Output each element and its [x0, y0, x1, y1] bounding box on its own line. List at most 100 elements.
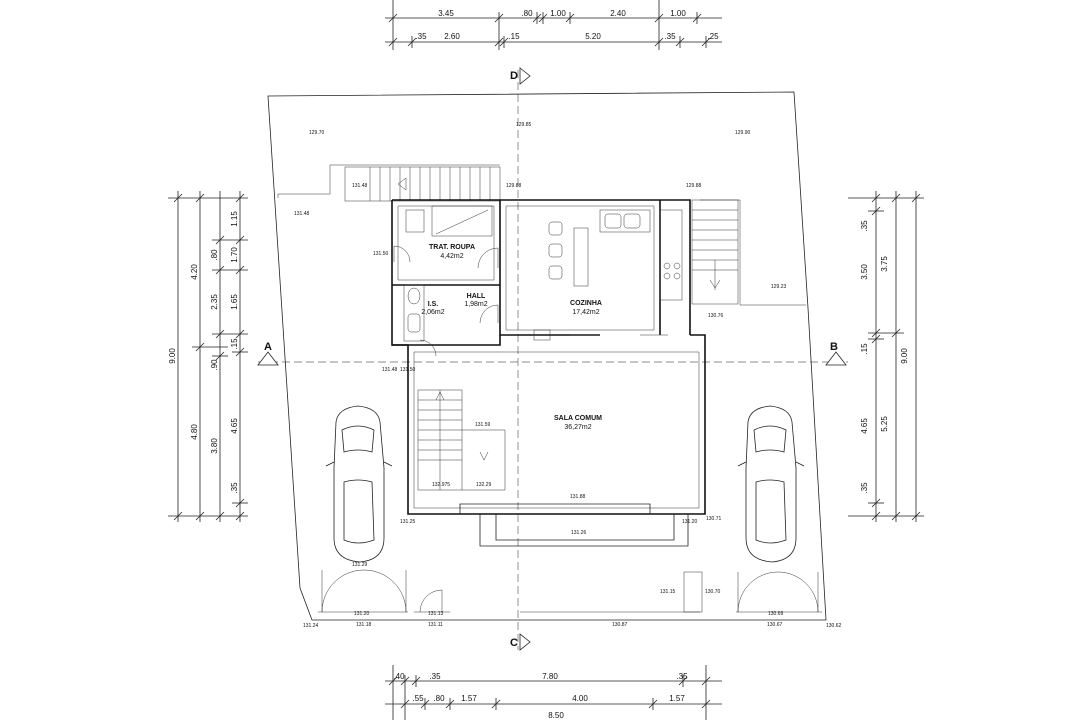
level-label: 131.20: [354, 611, 370, 617]
plot-boundary: [267, 91, 827, 621]
car-icon-right: [737, 405, 805, 563]
level-label: 131.59: [475, 422, 491, 428]
left-dim-b1: .80: [210, 249, 219, 261]
top-dim-3: 1.00: [550, 9, 566, 18]
level-label: 131.48: [352, 183, 368, 189]
bottom-dim-8: 4.00: [572, 694, 588, 703]
top-dimension-chains: 3.45 .80 1.00 2.40 1.00 .35 2.60 .15 5.2…: [385, 0, 722, 50]
level-label: 130.76: [708, 313, 724, 319]
left-dim-total: 9.00: [168, 348, 177, 364]
left-dim-a2: 4.80: [190, 424, 199, 440]
level-label: 131.88: [570, 494, 586, 500]
level-label: 131.50: [373, 251, 389, 257]
left-dim-b3: .90: [210, 359, 219, 371]
bottom-dim-2: .35: [429, 672, 441, 681]
building-walls: [391, 199, 706, 547]
level-label: 130.67: [767, 622, 783, 628]
left-dim-c6: .35: [230, 482, 239, 494]
room-area-is: 2,06m2: [421, 309, 444, 316]
right-dimension-chains: .35 3.50 .15 4.65 .35 3.75 5.25 9.00: [848, 191, 924, 522]
right-dim-b4: 4.65: [860, 418, 869, 434]
bottom-dim-4: .35: [676, 672, 688, 681]
room-name-is: I.S.: [428, 301, 439, 308]
level-label: 131.24: [303, 623, 319, 629]
right-dim-a1: 3.75: [880, 256, 889, 272]
level-label: 129.23: [771, 284, 787, 290]
level-label: 131.48: [382, 367, 398, 373]
room-name-cozinha: COZINHA: [570, 300, 602, 307]
top-dim-7: 2.60: [444, 32, 460, 41]
level-label: 131.13: [428, 611, 444, 617]
room-area-cozinha: 17,42m2: [572, 309, 599, 316]
level-label: 131.15: [660, 589, 676, 595]
level-label: 131.29: [352, 562, 368, 568]
level-annotations: 129.70 129.85 129.90 131.48 129.88 129.8…: [294, 122, 842, 629]
section-label-c: C: [510, 637, 518, 649]
level-label: 131.11: [428, 622, 443, 628]
level-label: 132.975: [432, 482, 450, 488]
right-dim-b5: .35: [860, 482, 869, 494]
bottom-dim-5: .55: [412, 694, 424, 703]
top-dim-11: .25: [707, 32, 719, 41]
section-label-a: A: [264, 341, 272, 353]
left-dim-c4: .15: [230, 338, 239, 350]
top-dim-5: 1.00: [670, 9, 686, 18]
room-area-sala-comum: 36,27m2: [564, 424, 591, 431]
level-label: 131.20: [682, 519, 698, 525]
section-label-b: B: [830, 341, 838, 353]
top-dim-9: 5.20: [585, 32, 601, 41]
right-dim-total: 9.00: [900, 348, 909, 364]
entrance-gates: [318, 569, 822, 613]
left-dim-b4: 3.80: [210, 438, 219, 454]
right-dim-b3: .15: [860, 343, 869, 355]
level-label: 130.62: [826, 623, 842, 629]
bottom-dim-3: 7.80: [542, 672, 558, 681]
level-label: 129.70: [309, 130, 325, 136]
right-dim-a2: 5.25: [880, 416, 889, 432]
top-dim-6: .35: [415, 32, 427, 41]
section-axes: A B D C: [257, 67, 848, 651]
bottom-dim-1: .40: [393, 672, 405, 681]
room-name-sala-comum: SALA COMUM: [554, 415, 602, 422]
staircases: [344, 166, 739, 305]
level-label: 129.85: [516, 122, 532, 128]
section-label-d: D: [510, 70, 518, 82]
level-label: 129.88: [686, 183, 702, 189]
bottom-dim-total: 8.50: [548, 711, 564, 720]
right-dim-b1: .35: [860, 220, 869, 232]
room-area-hall: 1,98m2: [464, 301, 487, 308]
bottom-dimension-chains: .40 .35 7.80 .35 .55 .80 1.57 4.00 1.57 …: [385, 665, 722, 720]
car-icon-left: [325, 405, 393, 563]
left-dim-a1: 4.20: [190, 264, 199, 280]
top-dim-10: .35: [664, 32, 676, 41]
top-dim-1: 3.45: [438, 9, 454, 18]
bottom-dim-6: .80: [433, 694, 445, 703]
level-label: 130.70: [705, 589, 721, 595]
bottom-dim-9: 1.57: [669, 694, 685, 703]
interior-fixtures: [393, 205, 683, 491]
top-dim-4: 2.40: [610, 9, 626, 18]
top-dim-2: .80: [521, 9, 533, 18]
top-dim-8: .15: [508, 32, 520, 41]
level-label: 129.88: [506, 183, 522, 189]
level-label: 130.87: [612, 622, 628, 628]
left-dim-c2: 1.70: [230, 247, 239, 263]
level-label: 129.90: [735, 130, 751, 136]
left-dim-c3: 1.65: [230, 294, 239, 310]
level-label: 131.26: [571, 530, 587, 536]
bottom-dim-7: 1.57: [461, 694, 477, 703]
level-label: 130.69: [768, 611, 784, 617]
left-dim-c5: 4.65: [230, 418, 239, 434]
level-label: 131.50: [400, 367, 416, 373]
room-name-trat-roupa: TRAT. ROUPA: [429, 244, 475, 251]
level-label: 130.71: [706, 516, 722, 522]
left-dimension-chains: 9.00 4.20 4.80 .80 2.35 .90 3.80 1.15 1.…: [168, 191, 248, 522]
right-dim-b2: 3.50: [860, 264, 869, 280]
level-label: 131.48: [294, 211, 310, 217]
room-labels: TRAT. ROUPA 4,42m2 HALL 1,98m2 I.S. 2,06…: [421, 244, 602, 431]
level-label: 131.18: [356, 622, 372, 628]
left-dim-c1: 1.15: [230, 211, 239, 227]
left-dim-b2: 2.35: [210, 294, 219, 310]
level-label: 131.25: [400, 519, 416, 525]
